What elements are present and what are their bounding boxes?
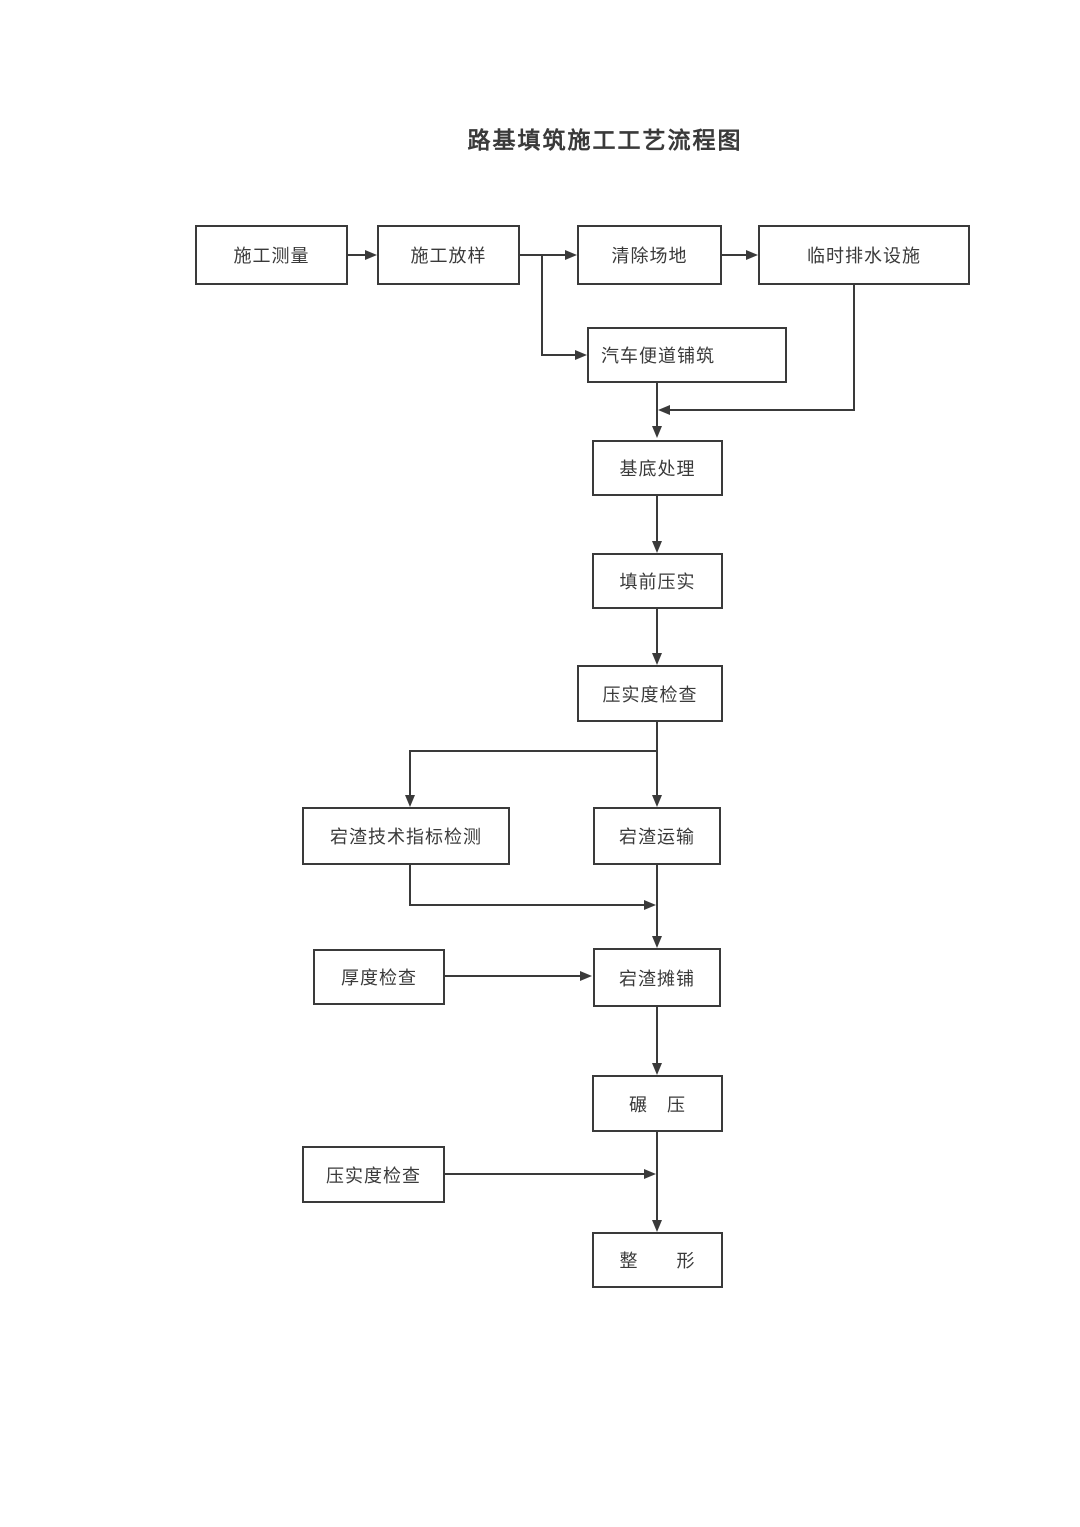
connector-line [656, 1007, 658, 1063]
connector-line [656, 750, 658, 796]
node-rock-debris-index-test: 宕渣技术指标检测 [302, 807, 510, 865]
arrowhead-down-icon [652, 653, 662, 665]
connector-line [656, 609, 658, 654]
connector-line [656, 865, 658, 936]
node-compaction-check-1: 压实度检查 [577, 665, 723, 722]
arrowhead-down-icon [405, 795, 415, 807]
arrowhead-right-icon [575, 350, 587, 360]
arrowhead-down-icon [652, 795, 662, 807]
node-clear-site: 清除场地 [577, 225, 722, 285]
node-temporary-drainage: 临时排水设施 [758, 225, 970, 285]
node-compaction-check-2: 压实度检查 [302, 1146, 445, 1203]
connector-line [670, 409, 855, 411]
arrowhead-right-icon [644, 900, 656, 910]
node-prefill-compaction: 填前压实 [592, 553, 723, 609]
connector-line [853, 284, 855, 411]
connector-line [409, 904, 644, 906]
connector-line [541, 354, 575, 356]
connector-line [520, 254, 566, 256]
connector-line [348, 254, 366, 256]
node-base-treatment: 基底处理 [592, 440, 723, 496]
connector-line [656, 383, 658, 427]
connector-line [445, 1173, 644, 1175]
node-rock-debris-paving: 宕渣摊铺 [593, 948, 721, 1007]
node-construction-survey: 施工测量 [195, 225, 348, 285]
connector-line [656, 722, 658, 752]
arrowhead-down-icon [652, 1220, 662, 1232]
arrowhead-down-icon [652, 426, 662, 438]
arrowhead-right-icon [365, 250, 377, 260]
connector-line [409, 750, 411, 796]
arrowhead-down-icon [652, 541, 662, 553]
arrowhead-right-icon [580, 971, 592, 981]
arrowhead-right-icon [644, 1169, 656, 1179]
node-shaping: 整 形 [592, 1232, 723, 1288]
arrowhead-right-icon [746, 250, 758, 260]
connector-line [722, 254, 747, 256]
arrowhead-down-icon [652, 1063, 662, 1075]
connector-line [541, 254, 543, 356]
connector-line [656, 496, 658, 542]
connector-line [409, 865, 411, 906]
arrowhead-right-icon [565, 250, 577, 260]
page-title: 路基填筑施工工艺流程图 [467, 127, 743, 154]
node-rock-debris-transport: 宕渣运输 [593, 807, 721, 865]
connector-line [409, 750, 658, 752]
node-rolling: 碾 压 [592, 1075, 723, 1132]
node-access-road-paving: 汽车便道铺筑 [587, 327, 787, 383]
arrowhead-left-icon [658, 405, 670, 415]
node-thickness-check: 厚度检查 [313, 949, 445, 1005]
connector-line [445, 975, 580, 977]
connector-line [656, 1132, 658, 1220]
node-setting-out: 施工放样 [377, 225, 520, 285]
arrowhead-down-icon [652, 936, 662, 948]
